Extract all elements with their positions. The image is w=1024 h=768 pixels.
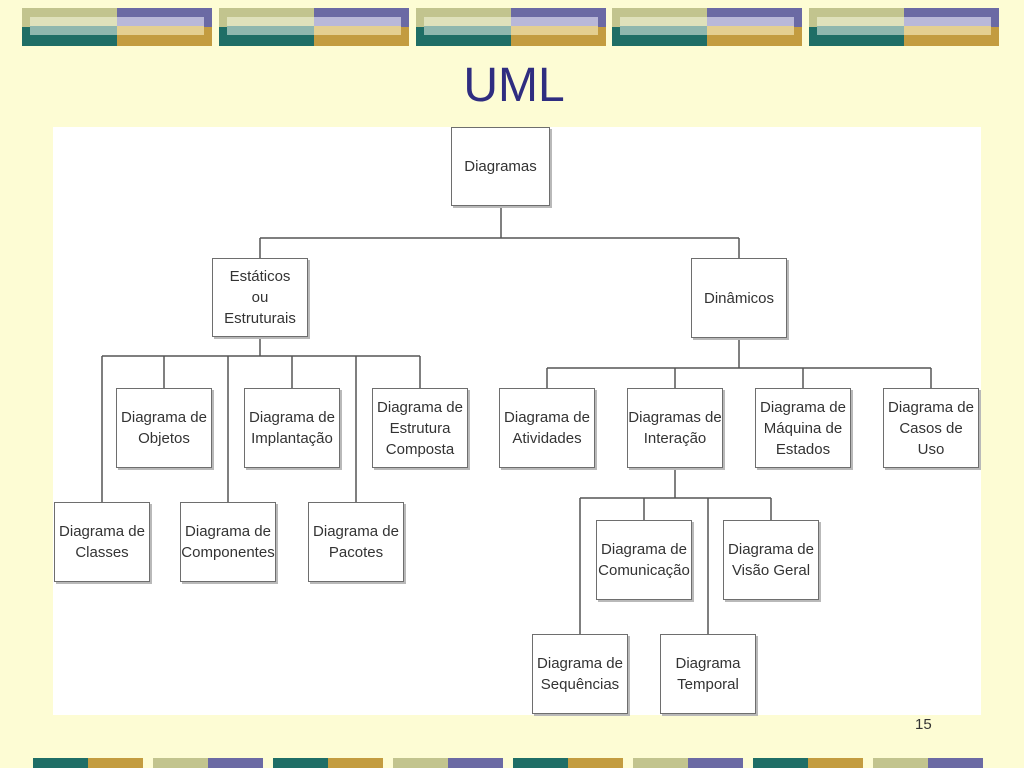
node-dynamic-label: Dinâmicos [703,289,775,307]
node-packages-label: Diagrama de Pacotes [313,523,399,561]
node-communication: Diagrama de Comunicação [596,520,692,600]
node-timing: Diagrama Temporal [660,634,756,714]
node-static-label: Estáticos ou Estruturais [224,268,296,327]
node-use-case-label: Diagrama de Casos de Uso [888,398,974,458]
decor-strip [808,758,863,768]
node-deployment: Diagrama de Implantação [244,388,340,468]
decor-strip [568,758,623,768]
node-sequence-label: Diagrama de Sequências [537,655,623,693]
node-communication-label: Diagrama de Comunicação [598,541,690,579]
node-overview-label: Diagrama de Visão Geral [728,541,814,579]
node-objects-label: Diagrama de Objetos [121,409,207,447]
decor-strip [88,758,143,768]
decor-block [416,8,606,46]
node-overview: Diagrama de Visão Geral [723,520,819,600]
node-static: Estáticos ou Estruturais [212,258,308,337]
node-deployment-label: Diagrama de Implantação [249,409,335,447]
decor-strip [688,758,743,768]
node-diagramas-label: Diagramas [464,158,537,175]
decor-strip [273,758,328,768]
node-classes-label: Diagrama de Classes [59,523,145,561]
decor-strip [513,758,568,768]
decor-block [22,8,212,46]
node-activities-label: Diagrama de Atividades [504,409,590,447]
node-interaction-label: Diagramas de Interação [628,409,722,447]
node-sequence: Diagrama de Sequências [532,634,628,714]
decor-strip [873,758,928,768]
slide-title: UML [0,58,1024,113]
node-state-machine: Diagrama de Máquina de Estados [755,388,851,468]
node-dynamic: Dinâmicos [691,258,787,338]
node-classes: Diagrama de Classes [54,502,150,582]
top-decorative-bars [22,8,1002,48]
node-composite-label: Diagrama de Estrutura Composta [377,398,463,458]
decor-strip [448,758,503,768]
decor-block [219,8,409,46]
node-objects: Diagrama de Objetos [116,388,212,468]
node-components-label: Diagrama de Componentes [181,523,275,561]
node-state-machine-label: Diagrama de Máquina de Estados [760,398,846,458]
decor-strip [633,758,688,768]
bottom-decorative-bars [33,758,993,768]
node-packages: Diagrama de Pacotes [308,502,404,582]
page-number: 15 [915,716,932,733]
decor-strip [33,758,88,768]
decor-strip [153,758,208,768]
decor-block [612,8,802,46]
decor-strip [208,758,263,768]
node-composite: Diagrama de Estrutura Composta [372,388,468,468]
decor-strip [928,758,983,768]
node-use-case: Diagrama de Casos de Uso [883,388,979,468]
node-timing-label: Diagrama Temporal [675,655,741,693]
node-components: Diagrama de Componentes [180,502,276,582]
node-diagramas: Diagramas [451,127,550,206]
decor-block [809,8,999,46]
slide-title-text: UML [463,59,565,112]
node-activities: Diagrama de Atividades [499,388,595,468]
node-interaction: Diagramas de Interação [627,388,723,468]
decor-strip [393,758,448,768]
decor-strip [328,758,383,768]
decor-strip [753,758,808,768]
